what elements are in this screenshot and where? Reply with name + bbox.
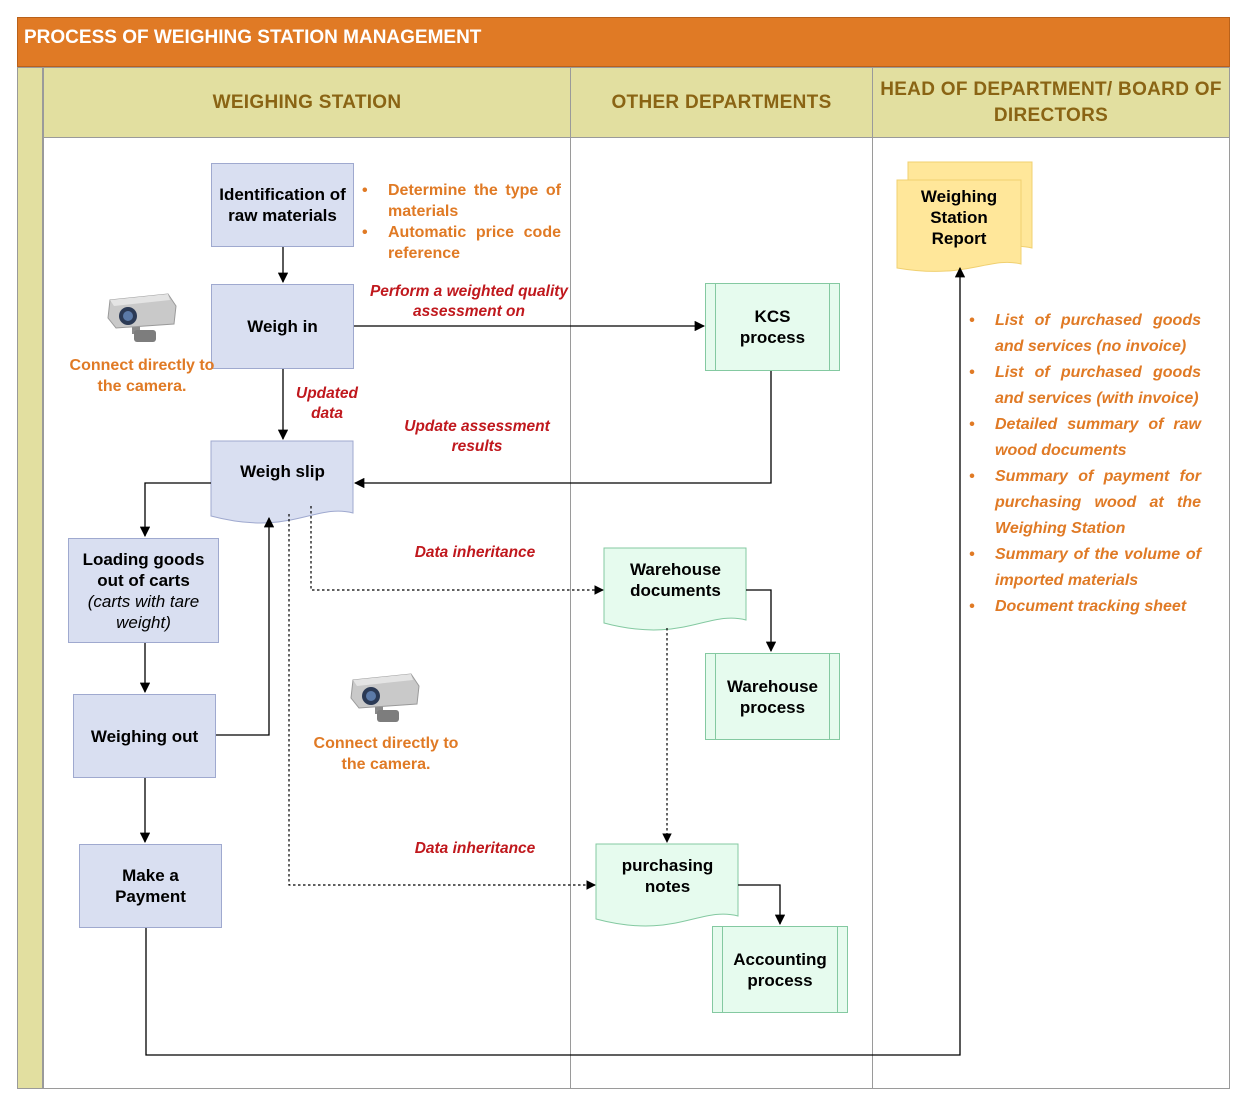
camera-label: Connect directly to the camera. — [313, 735, 459, 773]
list-item: Summary of the volume of imported materi… — [969, 542, 1201, 594]
edge-label-updated-data: Updated data — [296, 385, 358, 422]
node-label: Loading goods out of carts — [82, 549, 205, 590]
node-label: Make a Payment — [115, 866, 186, 906]
identification-bullets: Determine the type of materials Automati… — [362, 180, 561, 264]
process-bar — [829, 284, 839, 370]
node-kcs-process: KCS process — [705, 283, 840, 371]
node-weighing-station-report: Weighing Station Report — [897, 183, 1021, 251]
node-purchasing-notes: purchasing notes — [596, 852, 739, 900]
edge-kcs-to-weigh-slip — [353, 371, 772, 489]
list-item: Automatic price code reference — [362, 222, 561, 264]
report-items-list: List of purchased goods and services (no… — [969, 308, 1201, 620]
edge-label-data-inheritance: Data inheritance — [414, 840, 536, 857]
report-front-shape — [896, 179, 1022, 272]
node-warehouse-process: Warehouse process — [705, 653, 840, 740]
lane-header-weighing-station: WEIGHING STATION — [43, 67, 571, 138]
edge-weigh-slip-to-loading — [139, 482, 211, 538]
process-bar — [706, 654, 716, 739]
weigh-slip-shape — [210, 440, 354, 524]
node-label: Warehouse process — [726, 676, 818, 717]
list-item: Summary of payment for purchasing wood a… — [969, 464, 1201, 542]
process-bar — [837, 927, 847, 1012]
lane-header-other-departments: OTHER DEPARTMENTS — [570, 67, 873, 138]
edge-weigh-slip-to-purchasing-notes — [288, 514, 596, 890]
node-weigh-slip: Weigh slip — [211, 453, 354, 489]
node-loading-goods: Loading goods out of carts (carts with t… — [68, 538, 219, 643]
edge-label-perform: Perform a weighted quality assessment on — [369, 283, 569, 320]
process-bar — [829, 654, 839, 739]
node-make-a-payment: Make a Payment — [79, 844, 222, 928]
list-item: Determine the type of materials — [362, 180, 561, 222]
edge-purchasing-to-accounting — [738, 884, 786, 926]
node-label: purchasing notes — [621, 856, 714, 896]
title-bar — [17, 17, 1230, 67]
warehouse-docs-shape — [603, 547, 747, 631]
node-label: Accounting process — [733, 949, 827, 990]
camera-icon — [107, 293, 177, 342]
camera-icon — [350, 673, 420, 722]
page-title: PROCESS OF WEIGHING STATION MANAGEMENT — [24, 27, 482, 48]
node-weigh-in: Weigh in — [211, 284, 354, 369]
node-label: Identification of raw materials — [219, 185, 346, 225]
edge-weighing-out-to-weigh-slip — [215, 516, 275, 736]
list-item: Detailed summary of raw wood documents — [969, 412, 1201, 464]
node-label: Weigh slip — [240, 461, 325, 481]
process-bar — [713, 927, 723, 1012]
edge-warehouse-docs-to-process — [746, 589, 777, 653]
node-warehouse-documents: Warehouse documents — [604, 556, 747, 604]
node-weighing-out: Weighing out — [73, 694, 216, 778]
node-label: KCS process — [739, 307, 806, 347]
node-label: Weighing Station Report — [920, 186, 998, 248]
list-item: Document tracking sheet — [969, 594, 1201, 620]
edge-payment-to-report — [145, 266, 966, 1056]
node-note: (carts with tare weight) — [87, 591, 200, 632]
edge-label-update-results: Update assessment results — [404, 418, 550, 455]
purchasing-notes-shape — [595, 843, 739, 927]
node-label: Weigh in — [247, 317, 318, 336]
edge-label-data-inheritance: Data inheritance — [414, 544, 536, 561]
list-item: List of purchased goods and services (no… — [969, 308, 1201, 360]
node-identification-of-raw-materials: Identification of raw materials — [211, 163, 354, 247]
node-label: Weighing out — [90, 726, 199, 746]
node-label: Warehouse documents — [629, 560, 721, 600]
process-bar — [706, 284, 716, 370]
camera-label: Connect directly to the camera. — [69, 357, 215, 395]
left-strip — [17, 67, 43, 1089]
node-accounting-process: Accounting process — [712, 926, 848, 1013]
list-item: List of purchased goods and services (wi… — [969, 360, 1201, 412]
